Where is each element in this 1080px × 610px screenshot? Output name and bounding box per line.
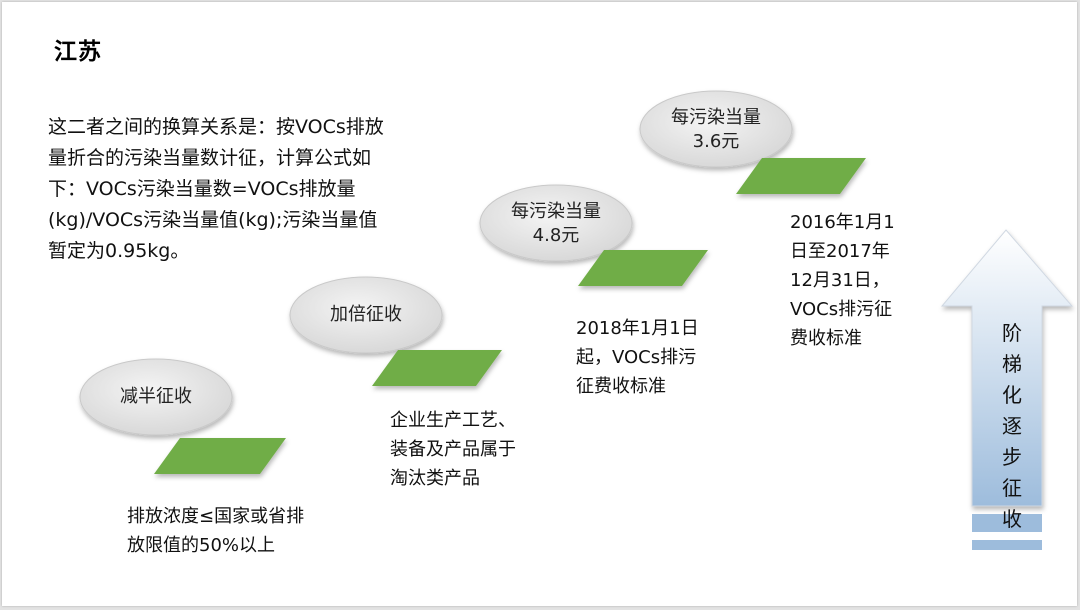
step-ellipse-2 <box>289 276 443 354</box>
step-label-line: 4.8元 <box>532 225 580 246</box>
intro-line: 量折合的污染当量数计征，计算公式如 <box>48 147 372 169</box>
step-desc-line: 12月31日， <box>790 270 890 291</box>
arrow-char: 阶 <box>1002 321 1022 345</box>
step-desc-4: 2016年1月1 日至2017年 12月31日， VOCs排污征 费收标准 <box>790 208 895 353</box>
arrow-char: 征 <box>1002 476 1022 500</box>
step-desc-3: 2018年1月1日 起，VOCs排污 征费收标准 <box>576 314 699 401</box>
arrow-char: 梯 <box>1002 352 1022 376</box>
intro-line: 暂定为0.95kg。 <box>48 240 190 262</box>
step-label-2: 加倍征收 <box>296 303 436 327</box>
step-desc-line: 费收标准 <box>790 328 862 349</box>
step-desc-line: 日至2017年 <box>790 241 890 262</box>
intro-paragraph: 这二者之间的换算关系是：按VOCs排放 量折合的污染当量数计征，计算公式如 下：… <box>48 112 458 267</box>
step-label-line: 加倍征收 <box>330 304 402 325</box>
intro-line: (kg)/VOCs污染当量值(kg);污染当量值 <box>48 209 378 231</box>
step-label-line: 减半征收 <box>120 386 192 407</box>
arrow-base-bar <box>972 514 1042 532</box>
step-ellipse-4 <box>639 90 793 168</box>
arrow-caption: 阶 梯 化 逐 步 征 收 <box>997 318 1027 535</box>
step-desc-line: 装备及产品属于 <box>390 439 516 460</box>
arrow-base-bar <box>972 540 1042 550</box>
up-arrow-icon <box>940 229 1074 507</box>
intro-line: 下：VOCs污染当量数=VOCs排放量 <box>48 178 356 200</box>
step-bar-1 <box>154 438 286 474</box>
step-desc-line: VOCs排污征 <box>790 299 893 320</box>
step-ellipse-1 <box>79 358 233 436</box>
step-ellipse-3 <box>479 184 633 262</box>
step-bar-3 <box>578 250 708 286</box>
arrow-char: 收 <box>1002 507 1022 531</box>
step-desc-2: 企业生产工艺、 装备及产品属于 淘汰类产品 <box>390 406 516 493</box>
step-desc-line: 起，VOCs排污 <box>576 347 697 368</box>
step-desc-1: 排放浓度≤国家或省排 放限值的50%以上 <box>127 502 304 560</box>
step-label-line: 每污染当量 <box>511 201 601 222</box>
step-desc-line: 征费收标准 <box>576 376 666 397</box>
step-desc-line: 淘汰类产品 <box>390 468 480 489</box>
arrow-char: 步 <box>1002 445 1022 469</box>
step-desc-line: 2018年1月1日 <box>576 318 699 339</box>
step-desc-line: 排放浓度≤国家或省排 <box>127 506 305 527</box>
step-desc-line: 放限值的50%以上 <box>127 535 276 556</box>
step-bar-2 <box>372 350 502 386</box>
slide-title: 江苏 <box>54 39 102 65</box>
step-label-4: 每污染当量 3.6元 <box>646 106 786 154</box>
step-bar-4 <box>736 158 866 194</box>
step-desc-line: 2016年1月1 <box>790 212 895 233</box>
step-desc-line: 企业生产工艺、 <box>390 410 516 431</box>
intro-line: 这二者之间的换算关系是：按VOCs排放 <box>48 116 384 138</box>
step-label-3: 每污染当量 4.8元 <box>486 200 626 248</box>
step-label-line: 每污染当量 <box>671 107 761 128</box>
step-label-line: 3.6元 <box>692 131 740 152</box>
arrow-char: 逐 <box>1002 414 1022 438</box>
step-label-1: 减半征收 <box>86 385 226 409</box>
arrow-char: 化 <box>1002 383 1022 407</box>
